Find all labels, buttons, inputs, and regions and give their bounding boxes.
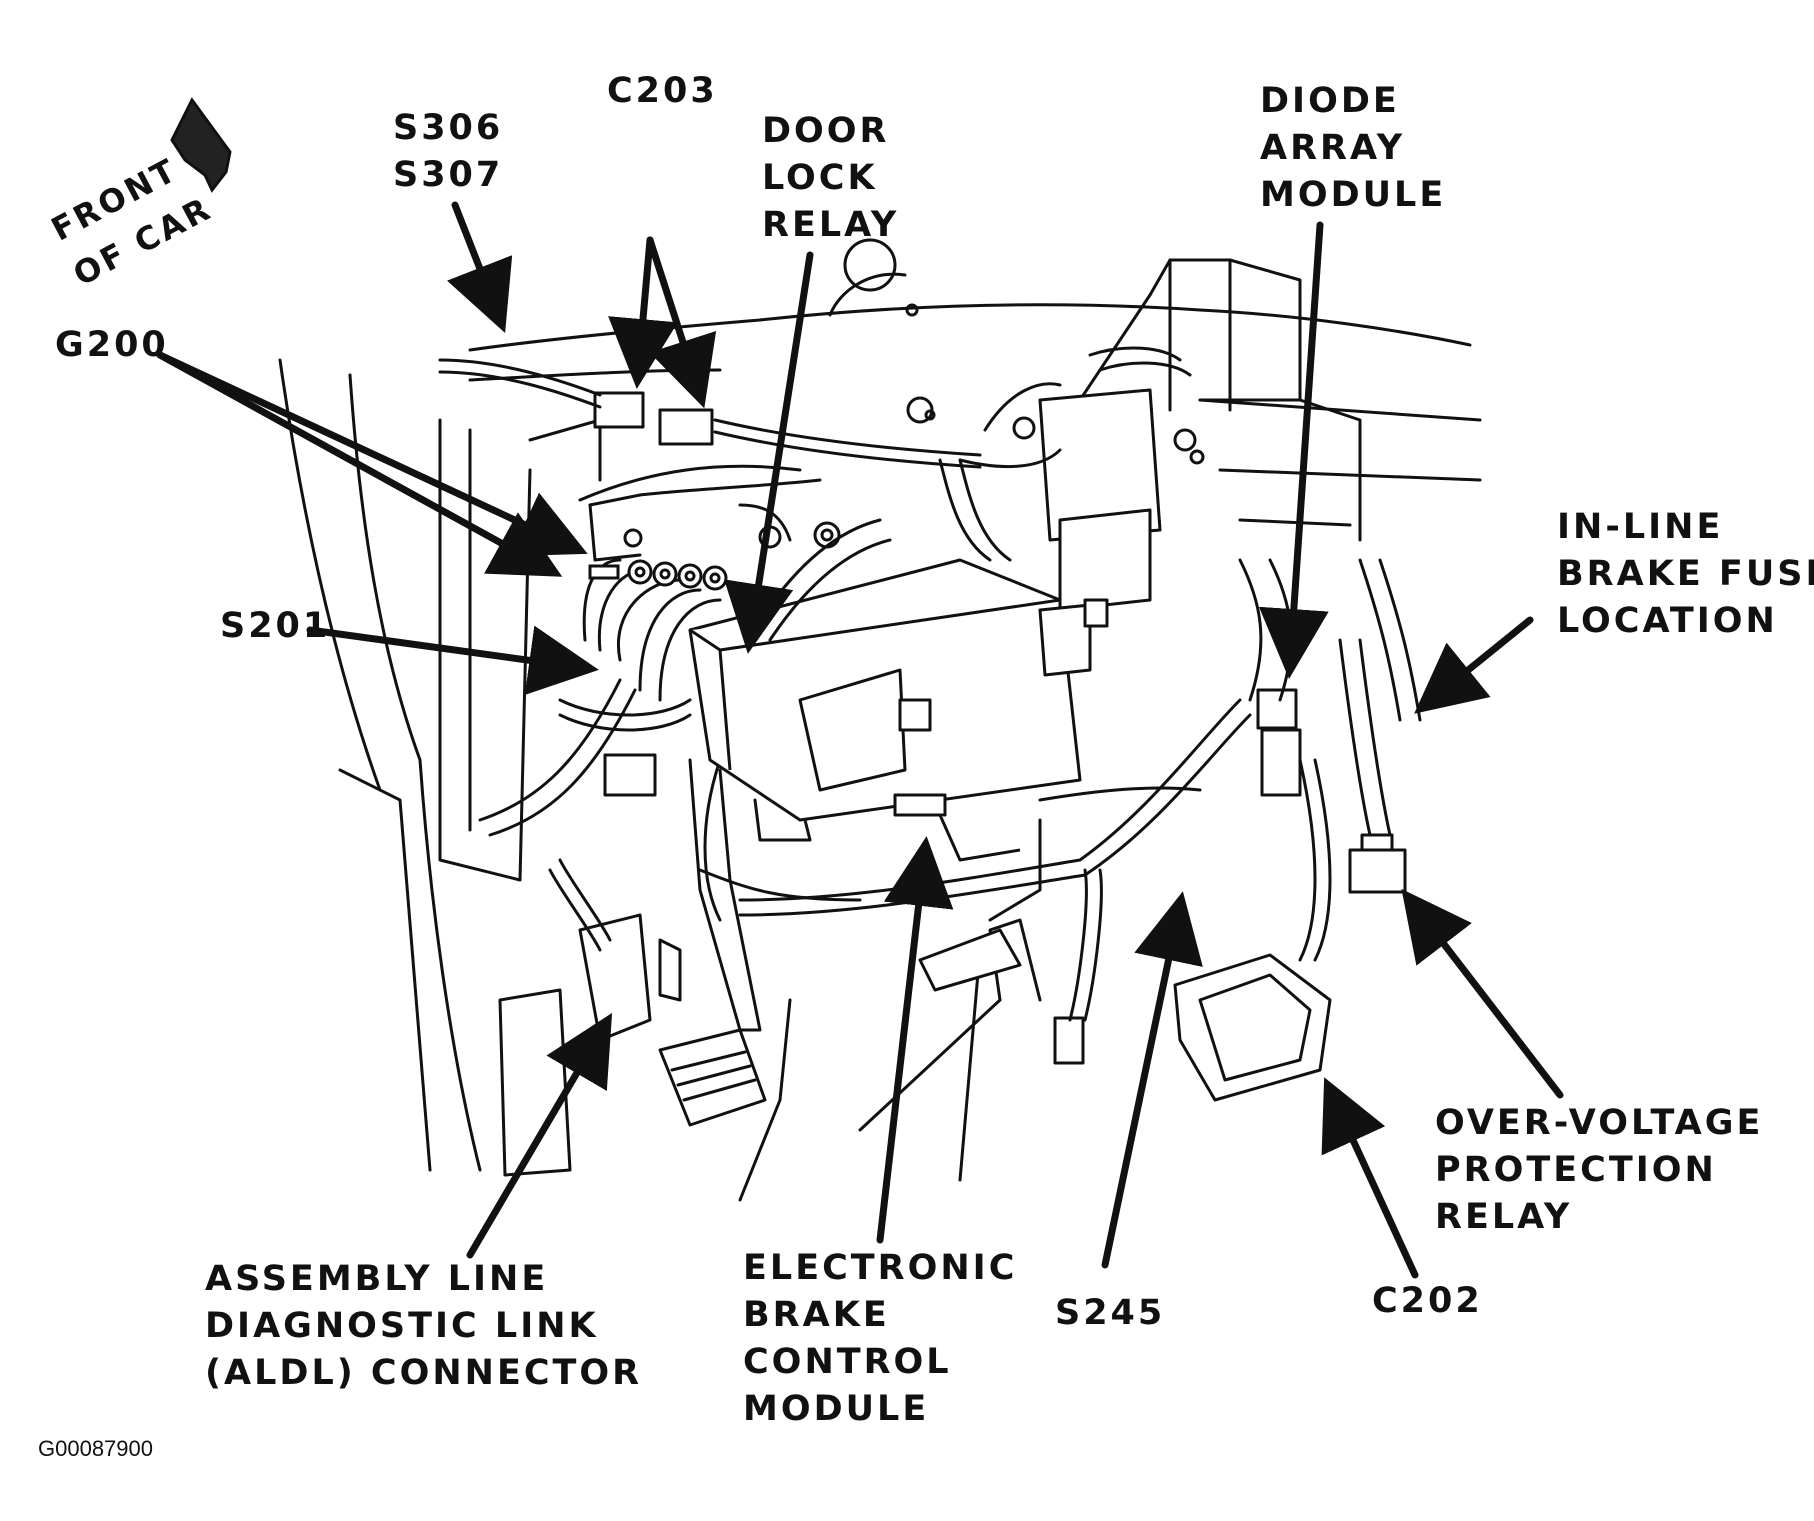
- callout-c202: C202: [1372, 1278, 1483, 1325]
- label-line: BRAKE: [743, 1295, 890, 1335]
- callout-ebcm: ELECTRONIC BRAKE CONTROL MODULE: [743, 1245, 1017, 1433]
- c202-arrow: [1321, 1077, 1419, 1279]
- label-line: S201: [220, 606, 331, 646]
- label-line: S245: [1055, 1293, 1166, 1333]
- wire-harnesses: [438, 346, 1422, 1022]
- label-line: MODULE: [743, 1389, 930, 1429]
- module-shapes: [578, 388, 1407, 1102]
- g200-arrow-2: [156, 351, 563, 577]
- over-voltage-arrow: [1401, 888, 1564, 1099]
- label-line: (ALDL) CONNECTOR: [205, 1353, 643, 1393]
- label-line: DOOR: [762, 111, 890, 151]
- diode-array-arrow: [1258, 221, 1329, 679]
- in-line-fuse-arrow: [1414, 616, 1534, 714]
- c203-arrow-right: [646, 236, 717, 409]
- label-line: OVER-VOLTAGE: [1435, 1103, 1764, 1143]
- callout-s201: S201: [220, 603, 330, 650]
- label-line: G200: [55, 325, 169, 365]
- label-line: RELAY: [762, 205, 900, 245]
- front-direction-arrow-icon: [170, 97, 232, 193]
- label-line: ELECTRONIC: [743, 1248, 1018, 1288]
- ebcm-arrow: [876, 836, 954, 1244]
- callout-g200: G200: [55, 322, 169, 369]
- label-line: IN-LINE: [1557, 507, 1724, 547]
- callout-door-lock-relay: DOOR LOCK RELAY: [762, 108, 899, 249]
- label-line: PROTECTION: [1435, 1150, 1717, 1190]
- label-line: C203: [607, 71, 718, 111]
- callout-arrows: [156, 201, 1564, 1279]
- callout-s245: S245: [1055, 1290, 1165, 1337]
- label-line: LOCK: [762, 158, 878, 198]
- s306-arrow: [447, 201, 513, 334]
- s245-arrow: [1101, 891, 1203, 1269]
- label-line: CONTROL: [743, 1342, 952, 1382]
- callout-diode-array-module: DIODE ARRAY MODULE: [1260, 78, 1446, 219]
- label-line: MODULE: [1260, 175, 1447, 215]
- g200-ground-terminals: [588, 559, 728, 591]
- label-line: RELAY: [1435, 1197, 1573, 1237]
- front-of-car-label: FRONT OF CAR: [35, 120, 245, 294]
- label-line: ASSEMBLY LINE: [205, 1259, 549, 1299]
- label-line: DIAGNOSTIC LINK: [205, 1306, 599, 1346]
- label-line: ARRAY: [1260, 128, 1406, 168]
- callout-c203: C203: [607, 68, 718, 115]
- callout-s306-s307: S306 S307: [393, 105, 503, 199]
- c203-arrow-left: [608, 236, 678, 389]
- label-line: S307: [393, 155, 504, 195]
- callout-in-line-brake-fuse: IN-LINE BRAKE FUSE LOCATION: [1557, 504, 1814, 645]
- label-line: LOCATION: [1557, 601, 1778, 641]
- aldl-arrow: [466, 1012, 613, 1259]
- label-line: C202: [1372, 1281, 1483, 1321]
- callout-aldl-connector: ASSEMBLY LINE DIAGNOSTIC LINK (ALDL) CON…: [205, 1256, 642, 1397]
- label-line: DIODE: [1260, 81, 1400, 121]
- callout-over-voltage-relay: OVER-VOLTAGE PROTECTION RELAY: [1435, 1100, 1763, 1241]
- label-line: S306: [393, 108, 504, 148]
- door-lock-relay-arrow: [724, 251, 814, 654]
- s201-arrow: [306, 625, 599, 696]
- g200-arrow-1: [156, 351, 588, 557]
- label-line: BRAKE FUSE: [1557, 554, 1814, 594]
- figure-id: G00087900: [38, 1436, 153, 1461]
